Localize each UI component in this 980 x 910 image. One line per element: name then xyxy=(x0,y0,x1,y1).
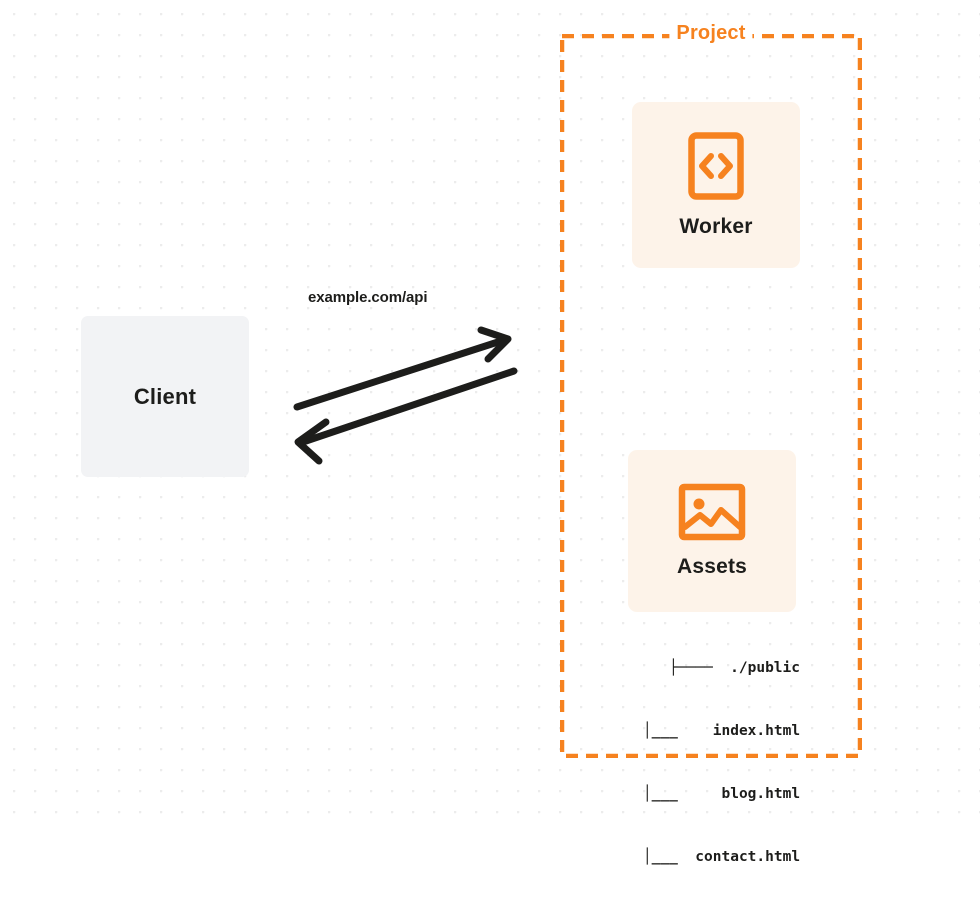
file-tree-row: │___ blog.html xyxy=(608,786,801,802)
service-card-assets: Assets xyxy=(628,450,796,612)
diagram-canvas: Client example.com/api Project xyxy=(0,0,980,865)
code-brackets-icon xyxy=(687,131,745,201)
project-container: Project Worker Assets xyxy=(560,22,862,865)
service-label-assets: Assets xyxy=(676,555,748,578)
project-title: Project xyxy=(669,22,753,46)
connection-label: example.com/api xyxy=(308,289,428,306)
file-tree-row: │___ contact.html xyxy=(608,849,801,865)
service-card-worker: Worker xyxy=(632,102,800,268)
client-label: Client xyxy=(133,383,197,409)
assets-file-tree: ├──── ./public │___ index.html │___ blog… xyxy=(608,616,800,910)
arrow-left-icon xyxy=(294,367,518,465)
arrow-right-icon xyxy=(293,326,512,411)
file-tree-row: │___ index.html xyxy=(608,723,801,739)
image-landscape-icon xyxy=(678,483,746,541)
file-tree-row: ├──── ./public xyxy=(669,660,800,676)
service-label-worker: Worker xyxy=(679,215,753,238)
client-node: Client xyxy=(81,316,249,477)
